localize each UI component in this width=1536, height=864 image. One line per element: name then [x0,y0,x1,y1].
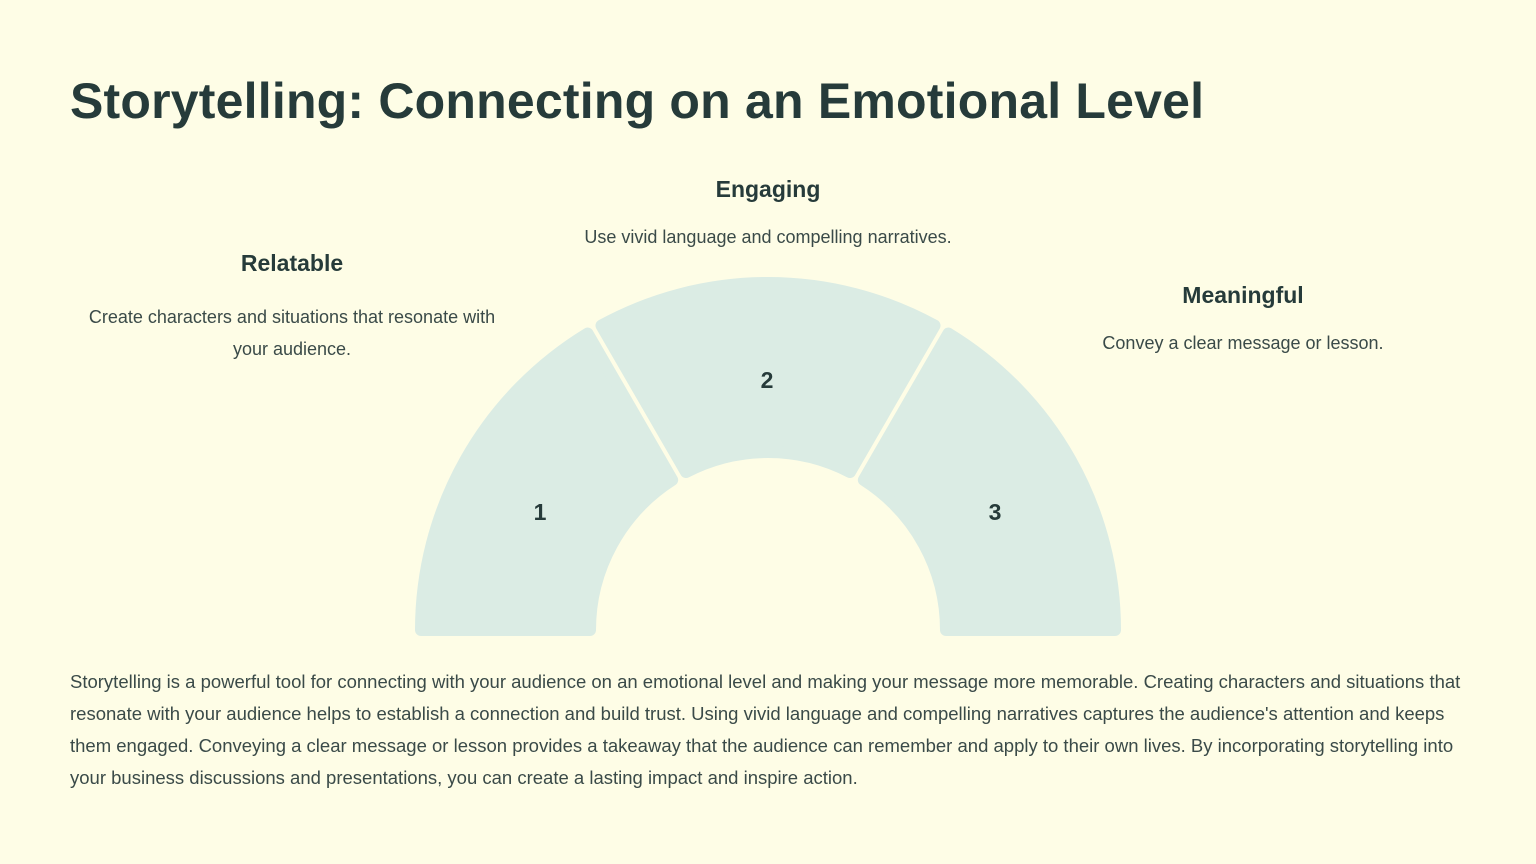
arc-segment-2 [595,277,941,479]
arc-segment-3 [857,327,1121,636]
item-heading: Meaningful [1182,282,1304,308]
item-description: Create characters and situations that re… [88,307,496,359]
item-relatable: Relatable Create characters and situatio… [70,250,514,365]
body-paragraph: Storytelling is a powerful tool for conn… [70,671,1461,788]
segment-number-2: 2 [761,367,774,393]
segment-number-1: 1 [534,499,547,525]
item-meaningful: Meaningful Convey a clear message or les… [1040,282,1446,359]
arc-segment-1 [415,327,679,636]
item-engaging: Engaging Use vivid language and compelli… [518,176,1018,253]
segment-number-3: 3 [989,499,1002,525]
item-description: Convey a clear message or lesson. [1102,333,1384,353]
item-heading: Engaging [715,176,821,202]
item-description: Use vivid language and compelling narrat… [584,227,952,247]
item-heading: Relatable [240,250,344,276]
slide-title: Storytelling: Connecting on an Emotional… [70,73,1205,129]
